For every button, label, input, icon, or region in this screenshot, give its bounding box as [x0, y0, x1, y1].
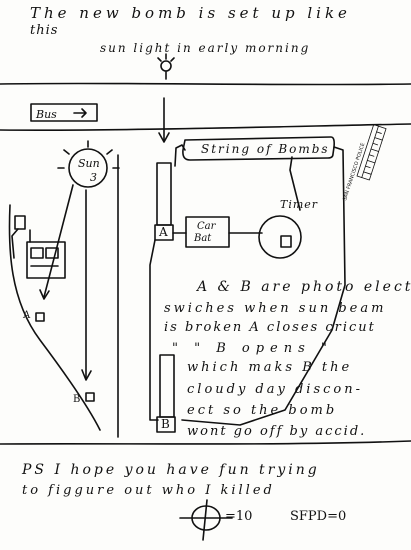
battery-label-car: Car: [197, 221, 216, 232]
explanation-line-4: " " B opens ": [172, 341, 333, 356]
sun-number: 3: [90, 171, 97, 184]
crosshair-symbol-icon: [179, 499, 233, 541]
switch-b-box: [156, 416, 176, 433]
switch-b-label: B: [161, 417, 170, 431]
wire-to-timer: [289, 156, 301, 211]
score-right: SFPD=0: [290, 509, 347, 524]
roadside-switch-a-box: [35, 312, 45, 322]
sun-label: Sun: [78, 157, 100, 170]
sun-beam-arrow-a: [43, 184, 74, 298]
police-ruler-stamp: [356, 124, 387, 181]
wire-left-loop: [174, 144, 186, 167]
car-battery-box: [185, 216, 230, 248]
explanation-line-8: wont go off by accid.: [187, 424, 367, 439]
string-of-bombs-box: [182, 136, 335, 161]
intro-line-1: The new bomb is set up like: [30, 4, 351, 22]
bus-box: [30, 103, 98, 122]
sun-beam-arrow-b-head: [81, 369, 92, 381]
switch-a-label: A: [159, 225, 168, 239]
battery-label-bat: Bat: [194, 233, 212, 244]
ground-line: [0, 440, 411, 445]
explanation-line-7: ect so the bomb: [187, 403, 338, 418]
sunlight-arrow-head: [158, 132, 170, 143]
explanation-line-6: cloudy day discon-: [187, 382, 364, 397]
bus-label: Bus: [36, 108, 57, 121]
sun-beam-arrow-a-head: [39, 289, 50, 300]
bus-direction-arrow: [73, 108, 87, 118]
wire-a-to-b: [149, 239, 159, 421]
explanation-line-5: which maks B the: [187, 360, 353, 375]
roadside-curve: [8, 204, 101, 431]
postscript-line-2: to figgure out who I killed: [22, 483, 275, 498]
timer-circle: [258, 215, 302, 259]
intro-line-2: this: [30, 23, 59, 38]
roadside-b-label: B: [73, 394, 81, 405]
timer-clock-hand: [280, 235, 292, 248]
explanation-line-1: A & B are photo electric: [197, 279, 411, 295]
timer-label: Timer: [280, 198, 319, 211]
intro-line-3: sun light in early morning: [100, 41, 311, 55]
explanation-line-3: is broken A closes cricut: [164, 320, 376, 335]
road-top-line: [0, 82, 411, 86]
switch-a-tube: [156, 162, 172, 226]
explanation-line-2: swiches when sun beam: [164, 301, 387, 316]
score-left: =10: [225, 509, 253, 524]
road-bottom-line: [0, 123, 411, 131]
roadside-a-label: A: [23, 310, 31, 321]
left-sun-icon: [57, 140, 120, 188]
roadside-switch-b-box: [85, 392, 95, 402]
postscript-line-1: PS I hope you have fun trying: [22, 462, 320, 478]
top-sun-icon: [157, 53, 175, 72]
switch-b-tube: [159, 354, 175, 418]
string-of-bombs-label: String of Bombs: [201, 142, 330, 156]
wire-right-return: [181, 146, 346, 426]
vehicle-drawing: [11, 215, 66, 279]
